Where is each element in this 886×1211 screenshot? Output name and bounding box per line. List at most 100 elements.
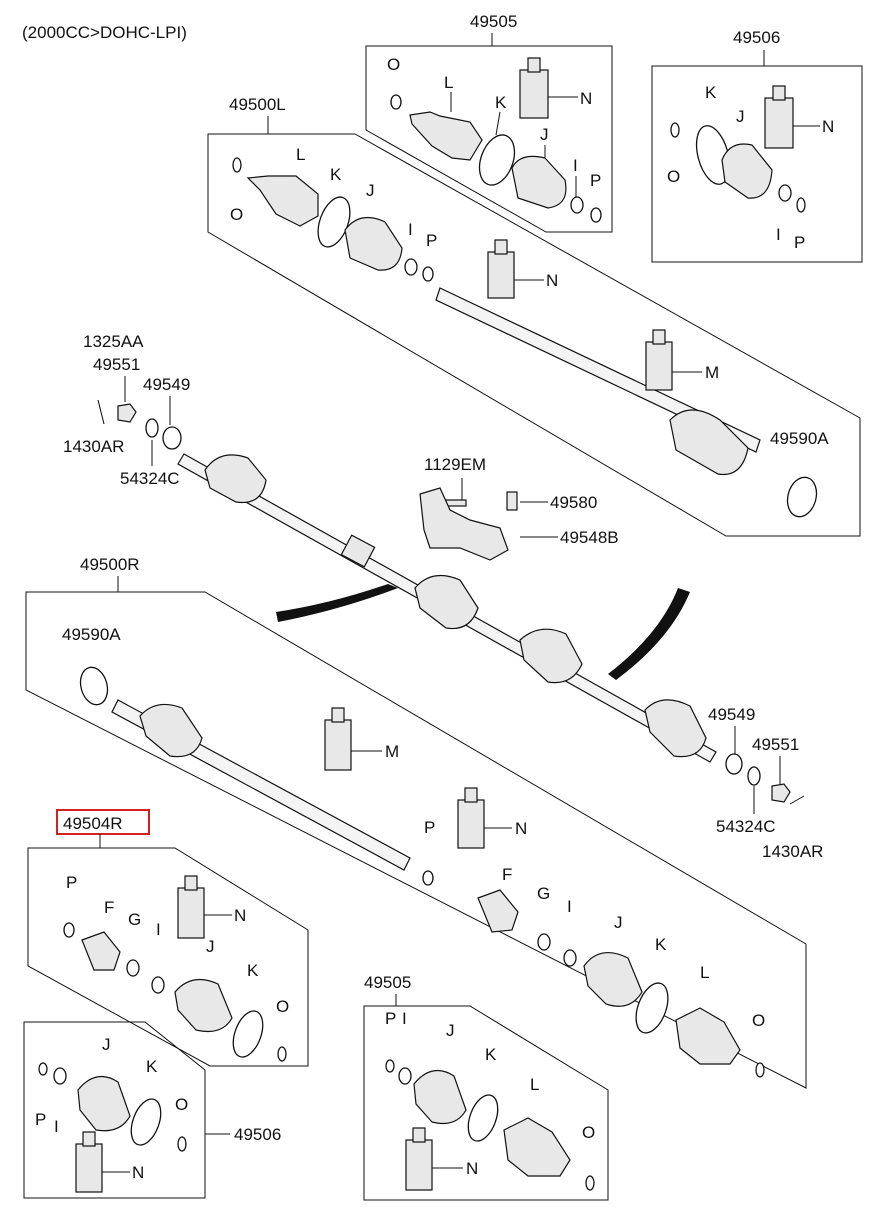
boot-clamp-small bbox=[398, 1067, 412, 1085]
label-L: L bbox=[444, 73, 453, 92]
p-ring bbox=[385, 1059, 395, 1073]
snap-ring bbox=[145, 418, 159, 438]
o-ring bbox=[277, 1046, 287, 1062]
label-G: G bbox=[537, 884, 550, 903]
hub-nut bbox=[117, 403, 137, 423]
hardware-right: 49549 49551 54324C 1430AR bbox=[708, 705, 823, 861]
o-ring bbox=[755, 1062, 765, 1078]
label-K: K bbox=[485, 1045, 497, 1064]
p-ring bbox=[422, 870, 434, 886]
arrow-curve-left bbox=[276, 584, 398, 622]
hub-nut bbox=[771, 783, 791, 803]
label-P: P bbox=[590, 171, 601, 190]
boot-band-clamp bbox=[478, 134, 516, 186]
label-I: I bbox=[573, 156, 578, 175]
grease-tube-m bbox=[645, 341, 673, 391]
grease-tube-m bbox=[324, 719, 352, 771]
circlip bbox=[126, 959, 140, 977]
group-frame-49506-top bbox=[651, 65, 863, 263]
inner-joint-center-b bbox=[519, 628, 583, 684]
label-O: O bbox=[276, 997, 289, 1016]
label-O: O bbox=[752, 1011, 765, 1030]
label-I: I bbox=[567, 897, 572, 916]
grease-tube bbox=[405, 1139, 433, 1191]
label-L: L bbox=[700, 963, 709, 982]
cv-boot bbox=[721, 143, 773, 199]
label-L: L bbox=[530, 1075, 539, 1094]
tripod-joint bbox=[81, 931, 121, 971]
o-ring bbox=[585, 1175, 595, 1191]
label-G: G bbox=[128, 910, 141, 929]
group-49505-top: 49505 O L K J I P N bbox=[365, 12, 613, 233]
boot-clamp-small bbox=[778, 184, 792, 202]
part-number-49590A-right: 49590A bbox=[62, 625, 121, 644]
outer-joint-center bbox=[204, 454, 267, 504]
inner-joint-center-a bbox=[414, 574, 479, 630]
label-I: I bbox=[776, 225, 781, 244]
boot-clamp-small bbox=[53, 1067, 67, 1085]
label-O: O bbox=[387, 55, 400, 74]
circlip bbox=[537, 933, 551, 951]
washer bbox=[162, 426, 182, 450]
engine-spec-label: (2000CC>DOHC-LPI) bbox=[22, 23, 187, 42]
part-number-49506-bottom: 49506 bbox=[234, 1125, 281, 1144]
boot-clamp-small bbox=[151, 976, 165, 994]
inner-joint-left bbox=[669, 409, 749, 476]
label-K: K bbox=[495, 93, 507, 112]
hardware-left: 1325AA 49551 49549 1430AR 54324C bbox=[63, 332, 190, 488]
part-number-49504R[interactable]: 49504R bbox=[63, 814, 123, 833]
label-M: M bbox=[385, 742, 399, 761]
boot-band-clamp bbox=[232, 1010, 264, 1058]
inner-cv-joint bbox=[503, 1117, 571, 1177]
label-K: K bbox=[247, 961, 259, 980]
part-number-49551-left: 49551 bbox=[93, 355, 140, 374]
inner-cv-joint bbox=[675, 1007, 741, 1065]
label-I: I bbox=[156, 920, 161, 939]
label-J: J bbox=[614, 913, 623, 932]
p-ring bbox=[38, 1062, 48, 1076]
label-O: O bbox=[175, 1095, 188, 1114]
bracket-group: 1129EM 49580 49548B bbox=[419, 455, 619, 561]
tripod-joint bbox=[477, 889, 519, 933]
group-frame-49500R bbox=[25, 591, 807, 1089]
label-L: L bbox=[296, 145, 305, 164]
label-I: I bbox=[408, 220, 413, 239]
boot-band-clamp bbox=[635, 982, 669, 1034]
part-number-49549-left: 49549 bbox=[143, 375, 190, 394]
label-N: N bbox=[822, 117, 834, 136]
outer-joint-49500R bbox=[139, 703, 203, 758]
grease-tube bbox=[457, 799, 485, 849]
part-number-49548B: 49548B bbox=[560, 528, 619, 547]
grease-tube bbox=[519, 69, 549, 119]
group-49505-bottom: 49505 P I J K L O N bbox=[363, 973, 609, 1201]
label-O: O bbox=[230, 205, 243, 224]
boot-clamp-small bbox=[570, 196, 584, 214]
group-frame-49505-top bbox=[365, 45, 613, 233]
part-number-49590A-left: 49590A bbox=[770, 429, 829, 448]
part-number-1430AR-left: 1430AR bbox=[63, 437, 124, 456]
part-number-1325AA: 1325AA bbox=[83, 332, 144, 351]
boot-clamp-small bbox=[404, 258, 418, 276]
boot-band-clamp bbox=[130, 1098, 162, 1146]
label-K: K bbox=[705, 83, 717, 102]
label-P: P bbox=[424, 818, 435, 837]
label-N: N bbox=[546, 271, 558, 290]
bolt-1129EM bbox=[445, 499, 467, 507]
part-number-1129EM: 1129EM bbox=[424, 455, 486, 474]
label-F: F bbox=[502, 865, 512, 884]
arrow-curve-right bbox=[608, 588, 690, 680]
label-N: N bbox=[466, 1159, 478, 1178]
label-K: K bbox=[330, 165, 342, 184]
snap-ring bbox=[747, 766, 761, 786]
part-number-49500L: 49500L bbox=[229, 95, 286, 114]
group-49504R: 49504R P F G I N J K O bbox=[27, 809, 309, 1067]
tone-wheel-ring bbox=[786, 476, 818, 518]
boot-clamp-small bbox=[563, 949, 577, 967]
o-ring bbox=[670, 122, 680, 138]
cv-boot bbox=[413, 1069, 467, 1125]
part-number-49505-bottom: 49505 bbox=[364, 973, 411, 992]
label-J: J bbox=[446, 1021, 455, 1040]
part-number-49506-top: 49506 bbox=[733, 28, 780, 47]
center-bearing-bracket bbox=[419, 487, 509, 561]
cv-boot bbox=[344, 216, 403, 271]
